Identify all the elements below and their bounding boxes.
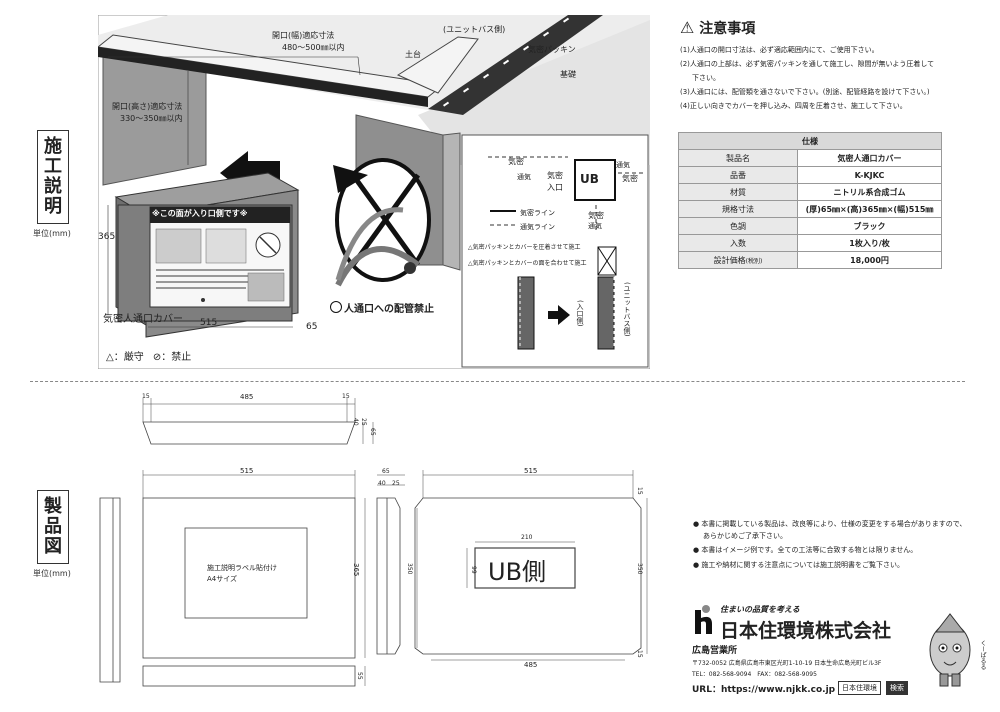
bottom-right: 15 <box>636 650 643 658</box>
top-side-dim-25: 25 <box>360 418 367 426</box>
no-piping-symbol <box>333 158 431 287</box>
table-row: 設計価格(税別)18,000円 <box>678 251 942 269</box>
mascot-name: くーぱるる <box>979 640 986 670</box>
diagram-entrance: 入口 <box>547 183 563 192</box>
notice-2: ● 本書はイメージ例です。全ての工法等に合致する物とは限りません。 <box>693 546 918 554</box>
ub-side-text: UB側 <box>488 558 547 586</box>
legend: △：厳守 ⊘：禁止 <box>106 352 192 363</box>
airtight-packing-label: 気密パッキン <box>528 45 576 54</box>
diagram-airtight-top: 気密 <box>508 157 524 166</box>
search-button[interactable]: 検索 <box>886 681 908 695</box>
notice-1: ● 本書に掲載している製品は、改良等により、仕様の変更をする場合がありますので、 <box>693 520 967 528</box>
caution-item-3: (3)人通口には、配管類を通さないで下さい。(別途、配管経路を設けて下さい。) <box>680 88 930 96</box>
front-height: 365 <box>352 563 360 577</box>
ventilation-line-label: 通気ライン <box>520 223 555 231</box>
sticker-text: ※この面が入り口側です※ <box>152 209 248 218</box>
ub-side-label: (ユニットバス側) <box>623 282 631 337</box>
side-dim-25: 25 <box>392 480 400 487</box>
airtight-line-label: 気密ライン <box>520 209 555 217</box>
diagram-note-1: △気密パッキンとカバーを圧着させて施工 <box>468 244 581 251</box>
diagram-airtight-right: 気密 <box>622 174 638 183</box>
search-box[interactable]: 日本住環境 <box>838 681 881 695</box>
company-url[interactable]: URL：https://www.njkk.co.jp <box>692 685 836 695</box>
section-label-instructions: 施工説明 <box>37 130 69 224</box>
prohibit-icon: ⊘ <box>152 352 162 363</box>
top-side-dim-65: 65 <box>369 428 376 436</box>
unit-label-bottom: 単位(mm) <box>33 569 71 578</box>
top-dim-right: 15 <box>342 393 350 400</box>
bottom-height: 55 <box>356 672 363 680</box>
front-width: 515 <box>240 467 254 475</box>
side-dim-65: 65 <box>382 468 390 475</box>
label-size-text: A4サイズ <box>207 575 238 583</box>
caution-icon: △ <box>106 352 114 363</box>
top-dim-left: 15 <box>142 393 150 400</box>
product-drawing <box>99 398 648 687</box>
cover-label: 気密人通口カバー <box>103 314 183 325</box>
spec-title: 仕様 <box>678 132 942 150</box>
diagram-ventilation-3: 通気 <box>588 222 602 230</box>
table-row: 材質ニトリル系合成ゴム <box>678 183 942 201</box>
notice-1b: あらかじめご了承下さい。 <box>703 532 787 540</box>
diagram-ventilation-1: 通気 <box>517 173 531 181</box>
diagram-note-2: △気密パッキンとカバーの面を合わせて施工 <box>468 260 587 267</box>
ub-box-height: 99 <box>470 566 477 574</box>
company-address: 〒732-0052 広島県広島市東区光町1-10-19 日本生命広島光町ビル3F <box>692 660 882 667</box>
diagram-airtight-left: 気密 <box>547 171 563 180</box>
caution-icon: △ <box>468 244 473 251</box>
back-width: 515 <box>524 467 538 475</box>
company-name: 日本住環境株式会社 <box>720 620 892 642</box>
caution-item-2: (2)人通口の上部は、必ず気密パッキンを通して施工し、隙間が無いよう圧着して <box>680 60 935 68</box>
table-row: 色調ブラック <box>678 217 942 235</box>
section-label-product-drawing: 製品図 <box>37 490 69 564</box>
back-height: 350 <box>406 563 413 575</box>
bottom-width: 485 <box>524 661 538 669</box>
foundation-label: 基礎 <box>560 70 576 79</box>
caution-item-1: (1)人通口の開口寸法は、必ず適応範囲内にて、ご使用下さい。 <box>680 46 879 54</box>
top-side-dim-40: 40 <box>352 418 359 426</box>
unit-label-top: 単位(mm) <box>33 229 71 238</box>
dim-65: 65 <box>306 322 318 332</box>
caution-item-4: (4)正しい向きでカバーを押し込み、四周を圧着させ、施工して下さい。 <box>680 102 907 110</box>
table-row: 規格寸法(厚)65㎜×(高)365㎜×(幅)515㎜ <box>678 200 942 218</box>
back-inner-height: 350 <box>636 563 643 575</box>
side-dim-40: 40 <box>378 480 386 487</box>
prohibit-icon <box>330 301 342 313</box>
notice-3: ● 施工や納材に関する注意点については施工説明書をご覧下さい。 <box>693 561 904 569</box>
width-opening-label: 開口(幅)適応寸法 <box>272 31 335 40</box>
cautions-title: ⚠ 注意事項 <box>680 18 756 37</box>
height-opening-label: 開口(高さ)適応寸法 <box>112 102 183 111</box>
back-corner: 15 <box>636 487 643 495</box>
unit-bath-side-label: (ユニットバス側) <box>443 25 506 34</box>
company-branch: 広島営業所 <box>692 646 738 656</box>
width-range-label: 480〜500㎜以内 <box>282 43 345 52</box>
mascot-icon <box>926 608 976 688</box>
installation-illustration <box>98 15 650 369</box>
table-row: 製品名気密人通口カバー <box>678 149 942 167</box>
entrance-side-label: (入口側) <box>576 300 584 327</box>
caution-item-2b: 下さい。 <box>692 74 720 82</box>
company-slogan: 住まいの品質を考える <box>720 605 800 614</box>
height-range-label: 330〜350㎜以内 <box>120 114 183 123</box>
company-tel: TEL：082-568-9094 FAX：082-568-9095 <box>692 671 817 678</box>
dim-365: 365 <box>98 232 116 242</box>
no-piping-label: 人通口への配管禁止 <box>330 300 434 315</box>
caution-icon: △ <box>468 260 473 267</box>
label-area-text: 施工説明ラベル貼付け <box>207 564 277 572</box>
section-divider <box>30 381 965 382</box>
diagram-airtight-bottom: 気密 <box>588 211 604 220</box>
diagram-ventilation-2: 通気 <box>616 161 630 169</box>
ub-box-width: 210 <box>521 534 533 541</box>
diagram-ub: UB <box>580 172 599 186</box>
top-dim-mid: 485 <box>240 393 254 401</box>
company-logo-icon <box>692 604 714 634</box>
dim-515: 515 <box>200 318 218 328</box>
caution-icon: ⚠ <box>680 18 695 37</box>
sill-label: 土台 <box>405 50 421 59</box>
